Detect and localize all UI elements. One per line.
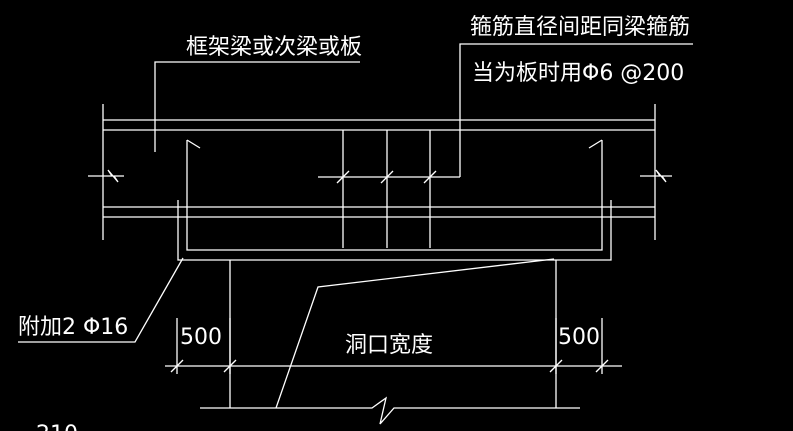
opening-width-label: 洞口宽度 <box>345 333 433 358</box>
beam-label: 框架梁或次梁或板 <box>186 35 362 60</box>
longitudinal-rebars <box>103 129 655 208</box>
stirrup-note-line2: 当为板时用Φ6 @200 <box>472 61 684 86</box>
extra-bars-leader <box>18 257 184 343</box>
dimension-line <box>165 318 622 374</box>
cut-off-text: 210 <box>36 422 78 431</box>
hook-left <box>186 139 201 149</box>
opening-width-leader <box>275 258 555 409</box>
stirrups <box>318 130 460 248</box>
dimension-right-value: 500 <box>558 325 600 350</box>
left-break-symbol <box>88 169 124 183</box>
additional-bar-inner <box>186 140 603 251</box>
beam-leader <box>154 61 360 152</box>
beam-outline <box>102 104 656 240</box>
additional-bar-outer <box>177 200 612 261</box>
dimension-left-value: 500 <box>180 325 222 350</box>
stirrup-note-line1: 箍筋直径间距同梁箍筋 <box>470 15 690 40</box>
extra-bars-label: 附加2 Φ16 <box>18 315 128 340</box>
stirrup-leader <box>459 43 693 177</box>
right-break-symbol <box>640 169 672 183</box>
hook-right <box>588 139 603 149</box>
